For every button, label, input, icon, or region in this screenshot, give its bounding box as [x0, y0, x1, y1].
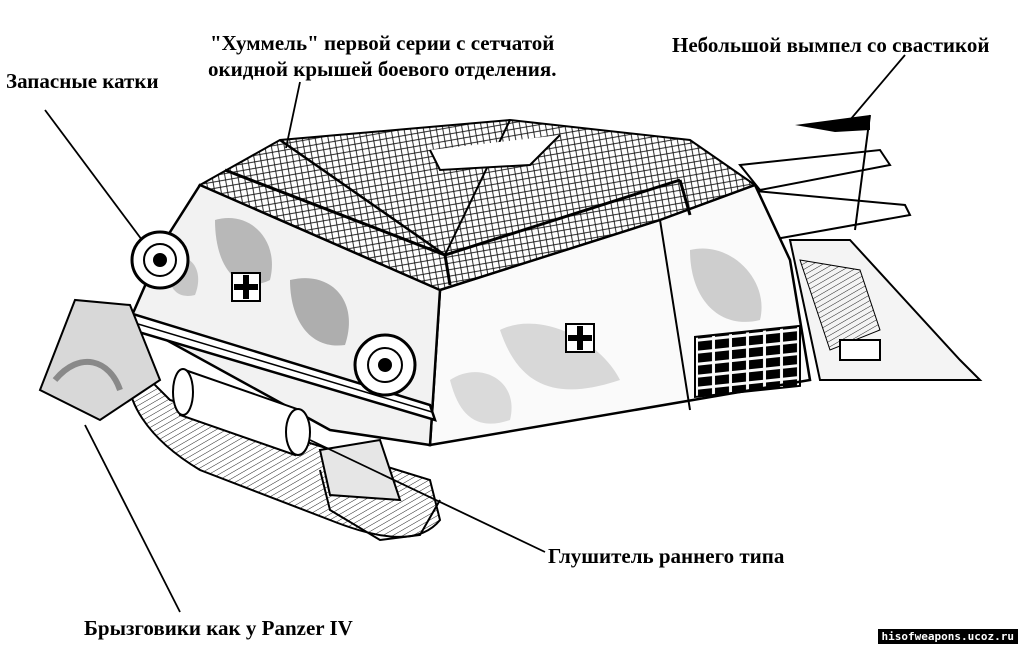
mudguard-left — [38, 298, 162, 422]
mudguard-right — [318, 438, 402, 502]
cross-front — [231, 272, 261, 302]
spare-wheel-left — [130, 230, 190, 290]
watermark: hisofweapons.ucoz.ru — [877, 629, 1018, 644]
cross-side — [565, 323, 595, 353]
leader-lines — [44, 54, 906, 613]
mesh-roof — [197, 118, 758, 292]
rear-deck — [738, 148, 983, 381]
label-mudguards: Брызговики как у Panzer IV — [84, 616, 353, 640]
label-roof-line-1: "Хуммель" первой серии с сетчатой — [210, 31, 555, 55]
label-pennant: Небольшой вымпел со свастикой — [672, 33, 990, 57]
label-spare-wheels: Запасные катки — [6, 69, 159, 93]
muffler — [172, 368, 311, 457]
label-muffler: Глушитель раннего типа — [548, 544, 785, 568]
vent-grille — [694, 324, 801, 399]
spare-wheel-right — [353, 333, 417, 397]
label-roof-line-2: окидной крышей боевого отделения. — [208, 57, 557, 81]
